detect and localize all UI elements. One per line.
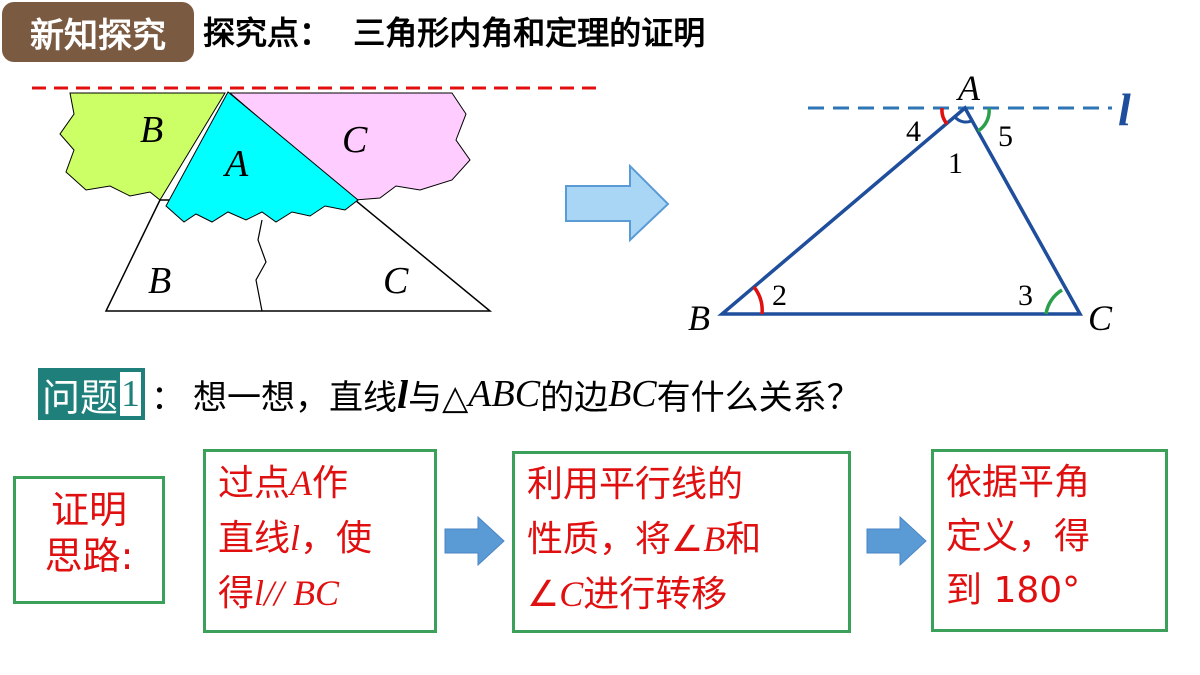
piece-a (165, 91, 359, 223)
step1-line1: 过点A作 (218, 456, 422, 511)
step1-var-a: A (290, 463, 313, 503)
step3-line1: 依据平角 (946, 462, 1091, 503)
angle-2-arc (752, 285, 764, 315)
step1-text: 直线 (218, 518, 291, 559)
arrow-icon-1 (444, 516, 505, 566)
proof-step-2: 利用平行线的 性质，将∠B和 ∠C进行转移 (512, 451, 851, 633)
question-badge-number: 1 (120, 372, 142, 416)
question-var-l: l (397, 371, 409, 417)
proof-idea-label: 证明 思路: (13, 476, 165, 604)
step2-line3: ∠C进行转移 (527, 567, 836, 622)
question-separator: ： (151, 377, 186, 418)
step2-text: ∠ (527, 574, 560, 615)
angle-3-arc (1044, 288, 1063, 315)
step1-line2: 直线l，使 (218, 511, 422, 566)
angle-4-arc (940, 107, 949, 126)
question-text-4: 有什么关系？ (656, 377, 861, 418)
arrow-icon-2 (866, 516, 927, 566)
step1-text: 作 (312, 463, 349, 504)
triangle-abc (717, 105, 1083, 316)
angle-label-3: 3 (1018, 279, 1033, 312)
step2-text: 进行转移 (583, 574, 728, 615)
question-text-1: 想一想，直线 (193, 377, 398, 418)
angle-label-5: 5 (998, 120, 1013, 153)
proof-step-1: 过点A作 直线l，使 得l// BC (203, 449, 437, 633)
angle-5-arc (976, 107, 991, 133)
step3-line3: 到 180° (946, 570, 1081, 611)
diagram-area: B A C B C A B C l 1 2 3 4 5 (32, 68, 1131, 338)
step1-text: 过点 (218, 463, 291, 504)
proof-label-line2: 思路: (44, 534, 134, 578)
label-top-c: C (342, 119, 368, 161)
step1-var-bc: BC (293, 573, 340, 613)
step2-text: 和 (725, 519, 762, 560)
piece-b (59, 92, 226, 201)
label-bottom-b: B (148, 260, 171, 302)
parallel-symbol: // (264, 573, 294, 613)
step2-line2: 性质，将∠B和 (527, 512, 836, 567)
torn-angle-figure: B A C B C (32, 86, 598, 312)
question-badge-text: 问题 (42, 375, 119, 420)
step2-line1: 利用平行线的 (527, 464, 744, 505)
step2-text: 性质，将∠ (527, 519, 704, 560)
piece-c (228, 92, 471, 201)
angle-label-1: 1 (948, 147, 963, 180)
question-text-2: 与△ (408, 377, 469, 418)
vertex-b: B (688, 298, 710, 338)
angle-label-2: 2 (772, 279, 787, 312)
step1-line3: 得l// BC (218, 566, 422, 621)
vertex-c: C (1088, 298, 1113, 338)
label-top-a: A (222, 143, 249, 185)
step2-var-b: B (703, 519, 726, 559)
vertex-a: A (956, 68, 981, 108)
question-text-3: 的边 (540, 377, 609, 418)
tear-line (255, 219, 267, 312)
question-var-bc: BC (608, 373, 657, 415)
label-top-b: B (140, 109, 163, 151)
angle-label-4: 4 (906, 115, 921, 148)
step1-text: 得 (218, 573, 255, 614)
step1-var-l: l (254, 573, 265, 613)
proof-label-line1: 证明 (50, 488, 127, 532)
proof-step-3: 依据平角 定义，得 到 180° (931, 449, 1168, 632)
step1-var-l: l (290, 518, 301, 558)
line-label-l: l (1118, 84, 1131, 135)
angle-1-arc (953, 115, 974, 124)
step3-line2: 定义，得 (946, 516, 1091, 557)
triangle-figure: A B C l 1 2 3 4 5 (688, 68, 1131, 338)
page-title: 探究点： 三角形内角和定理的证明 (203, 14, 706, 52)
question-var-abc: ABC (468, 373, 541, 415)
right-arrow-icon (565, 163, 670, 243)
section-badge: 新知探究 (2, 2, 194, 62)
step2-var-c: C (559, 574, 584, 614)
step1-text: ，使 (300, 518, 373, 559)
label-bottom-c: C (383, 260, 409, 302)
